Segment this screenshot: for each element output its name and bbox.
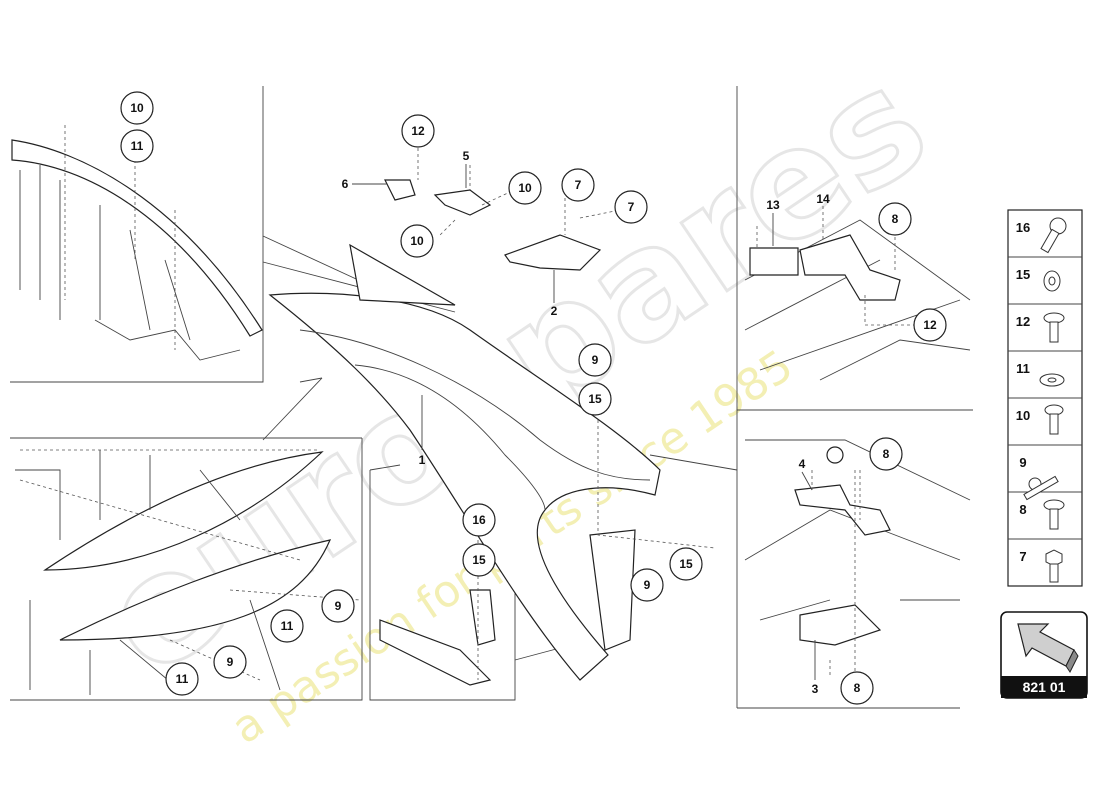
callout-number: 16 (472, 513, 486, 527)
callout-number: 12 (411, 124, 425, 138)
arrow-icon (1017, 623, 1079, 673)
callout-8: 8 (869, 437, 903, 471)
legend-row-12: 12 (1016, 312, 1065, 343)
legend-row-15: 15 (1016, 267, 1061, 292)
inset-fender-overview (15, 449, 361, 695)
callout-12: 12 (913, 308, 947, 342)
callout-15: 15 (578, 382, 612, 416)
reference-box: 821 01 (1000, 611, 1088, 699)
legend-row-11: 11 (1016, 361, 1065, 387)
legend-number: 7 (1019, 549, 1026, 564)
callout-number: 9 (335, 599, 342, 613)
callout-11: 11 (270, 609, 304, 643)
callout-number: 10 (410, 234, 424, 248)
callout-number: 9 (644, 578, 651, 592)
callout-11: 11 (120, 129, 154, 163)
legend-row-16: 16 (1016, 217, 1067, 254)
reference-code: 821 01 (1023, 679, 1066, 695)
long-bolt-icon (1023, 475, 1059, 501)
callout-number: 12 (923, 318, 937, 332)
legend-number: 9 (1019, 455, 1026, 470)
callout-11: 11 (165, 662, 199, 696)
callout-number: 9 (227, 655, 234, 669)
legend-row-8: 8 (1019, 499, 1065, 530)
callout-7: 7 (614, 190, 648, 224)
fastener-legend: 16 15 12 11 (1007, 209, 1083, 587)
callout-number: 15 (588, 392, 602, 406)
part-label-6: 6 (342, 177, 349, 191)
part-label-13: 13 (766, 198, 780, 212)
callout-10: 10 (508, 171, 542, 205)
torx-screw-icon (1044, 404, 1064, 435)
callout-7: 7 (561, 168, 595, 202)
callout-8: 8 (840, 671, 874, 705)
callout-12: 12 (401, 114, 435, 148)
callout-8: 8 (878, 202, 912, 236)
callout-number: 7 (575, 178, 582, 192)
callout-number: 8 (892, 212, 899, 226)
part-label-14: 14 (816, 192, 830, 206)
part-label-4: 4 (799, 457, 806, 471)
callout-9: 9 (213, 645, 247, 679)
washer-icon (1043, 270, 1061, 292)
callout-number: 9 (592, 353, 599, 367)
callout-15: 15 (462, 543, 496, 577)
callout-number: 15 (472, 553, 486, 567)
inset-rear-mount-bottom (744, 439, 971, 680)
legend-number: 15 (1016, 267, 1030, 282)
callout-10: 10 (120, 91, 154, 125)
legend-row-9: 9 (1019, 455, 1059, 501)
flange-bolt-icon (1040, 217, 1067, 254)
reference-code-band (1001, 676, 1087, 698)
legend-row-7: 7 (1019, 549, 1063, 583)
flange-screw-icon (1043, 312, 1065, 343)
callout-9: 9 (321, 589, 355, 623)
callout-number: 11 (281, 619, 294, 633)
part-label-3: 3 (812, 682, 819, 696)
part-label-1: 1 (419, 453, 426, 467)
legend-number: 12 (1016, 314, 1030, 329)
legend-number: 8 (1019, 502, 1026, 517)
part-label-2: 2 (551, 304, 558, 318)
part-labels: 5 6 2 1 13 14 4 3 (342, 149, 830, 696)
callout-number: 8 (883, 447, 890, 461)
inset-fender-edge (11, 125, 263, 361)
flange-screw-icon (1043, 499, 1065, 530)
callout-15: 15 (669, 547, 703, 581)
callout-16: 16 (462, 503, 496, 537)
callout-9: 9 (630, 568, 664, 602)
inset-rear-mount-top (744, 206, 971, 381)
callout-number: 7 (628, 200, 635, 214)
legend-row-10: 10 (1016, 404, 1064, 435)
callout-number: 10 (518, 181, 532, 195)
part-label-5: 5 (463, 149, 470, 163)
main-fender (268, 243, 716, 681)
callout-number: 10 (130, 101, 144, 115)
inset-lower-bracket (379, 540, 496, 686)
bracket-parts (384, 148, 621, 271)
flat-washer-icon (1039, 373, 1065, 387)
legend-number: 16 (1016, 220, 1030, 235)
callout-number: 8 (854, 681, 861, 695)
callout-number: 11 (131, 139, 144, 153)
hex-bolt-icon (1045, 549, 1063, 583)
callout-10: 10 (400, 224, 434, 258)
callout-number: 11 (176, 672, 189, 686)
callouts: 10 11 12 10 10 7 7 9 15 16 15 9 15 9 11 … (120, 91, 947, 705)
legend-number: 11 (1016, 361, 1030, 376)
callout-9: 9 (578, 343, 612, 377)
callout-number: 15 (679, 557, 693, 571)
legend-number: 10 (1016, 408, 1030, 423)
